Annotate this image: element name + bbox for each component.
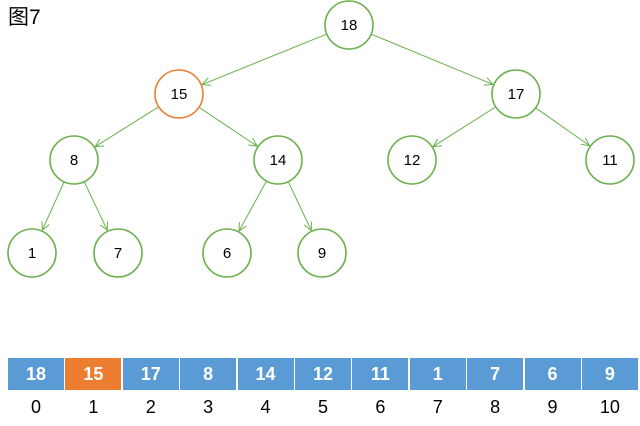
tree-node-value: 9 bbox=[318, 245, 326, 262]
tree-node: 18 bbox=[324, 0, 374, 50]
tree-node-value: 17 bbox=[508, 86, 525, 103]
tree-node: 8 bbox=[49, 135, 99, 185]
heap-array-indices: 0 1 2 3 4 5 6 7 8 9 10 bbox=[8, 397, 639, 418]
tree-node-value: 6 bbox=[223, 245, 231, 262]
array-cell: 15 bbox=[65, 358, 122, 390]
tree-node-circle bbox=[253, 135, 303, 185]
array-cell: 11 bbox=[352, 358, 409, 390]
tree-edge bbox=[95, 106, 159, 147]
tree-node-circle bbox=[324, 0, 374, 50]
array-index-label: 4 bbox=[260, 397, 271, 417]
tree-edges bbox=[42, 33, 590, 231]
tree-node-circle bbox=[7, 228, 57, 278]
tree-edge bbox=[535, 107, 590, 146]
tree-node-value: 11 bbox=[602, 152, 618, 169]
tree-edge bbox=[42, 181, 65, 230]
tree-node-value: 8 bbox=[70, 152, 78, 169]
tree-node-circle bbox=[154, 69, 204, 119]
tree-node-circle bbox=[93, 228, 143, 278]
tree-node-value: 18 bbox=[341, 17, 358, 34]
tree-edge bbox=[433, 106, 497, 147]
array-index-label: 8 bbox=[490, 397, 501, 417]
tree-node-value: 12 bbox=[404, 152, 421, 169]
array-index-label: 7 bbox=[432, 397, 443, 417]
array-cell: 6 bbox=[524, 358, 581, 390]
tree-node-value: 1 bbox=[28, 245, 36, 262]
tree-node-value: 7 bbox=[114, 245, 122, 262]
tree-edge bbox=[83, 181, 107, 231]
tree-edge bbox=[287, 181, 311, 231]
array-cell: 18 bbox=[8, 358, 64, 390]
tree-node-circle bbox=[202, 228, 252, 278]
tree-node: 1 bbox=[7, 228, 57, 278]
array-index-label: 10 bbox=[599, 397, 620, 417]
array-cell: 12 bbox=[294, 358, 351, 390]
array-index-label: 6 bbox=[375, 397, 386, 417]
figure-label: 图7 bbox=[8, 6, 41, 29]
tree-node: 12 bbox=[387, 135, 437, 185]
array-index-label: 3 bbox=[203, 397, 214, 417]
array-index-label: 1 bbox=[88, 397, 99, 417]
array-cell: 9 bbox=[581, 358, 638, 390]
tree-node: 17 bbox=[491, 69, 541, 119]
tree-node: 11 bbox=[585, 135, 635, 185]
tree-node-circle bbox=[585, 135, 635, 185]
tree-node-circle bbox=[491, 69, 541, 119]
array-index-label: 5 bbox=[317, 397, 328, 417]
array-cell: 8 bbox=[180, 358, 237, 390]
tree-edge bbox=[239, 180, 267, 231]
array-index-label: 2 bbox=[145, 397, 156, 417]
array-cell: 14 bbox=[237, 358, 294, 390]
tree-edge bbox=[202, 33, 327, 85]
tree-node-value: 14 bbox=[270, 152, 287, 169]
array-index-label: 0 bbox=[30, 397, 41, 417]
tree-edge bbox=[198, 106, 257, 146]
tree-node-circle bbox=[49, 135, 99, 185]
tree-node: 14 bbox=[253, 135, 303, 185]
tree-node: 15 bbox=[154, 69, 204, 119]
array-index-label: 9 bbox=[547, 397, 558, 417]
tree-node: 7 bbox=[93, 228, 143, 278]
array-cell: 7 bbox=[467, 358, 524, 390]
tree-node-circle bbox=[297, 228, 347, 278]
tree-node: 9 bbox=[297, 228, 347, 278]
tree-node-circle bbox=[387, 135, 437, 185]
array-cell: 1 bbox=[409, 358, 466, 390]
array-cell: 17 bbox=[122, 358, 179, 390]
tree-node-value: 15 bbox=[171, 86, 188, 103]
tree-edge bbox=[370, 33, 493, 84]
tree-node: 6 bbox=[202, 228, 252, 278]
